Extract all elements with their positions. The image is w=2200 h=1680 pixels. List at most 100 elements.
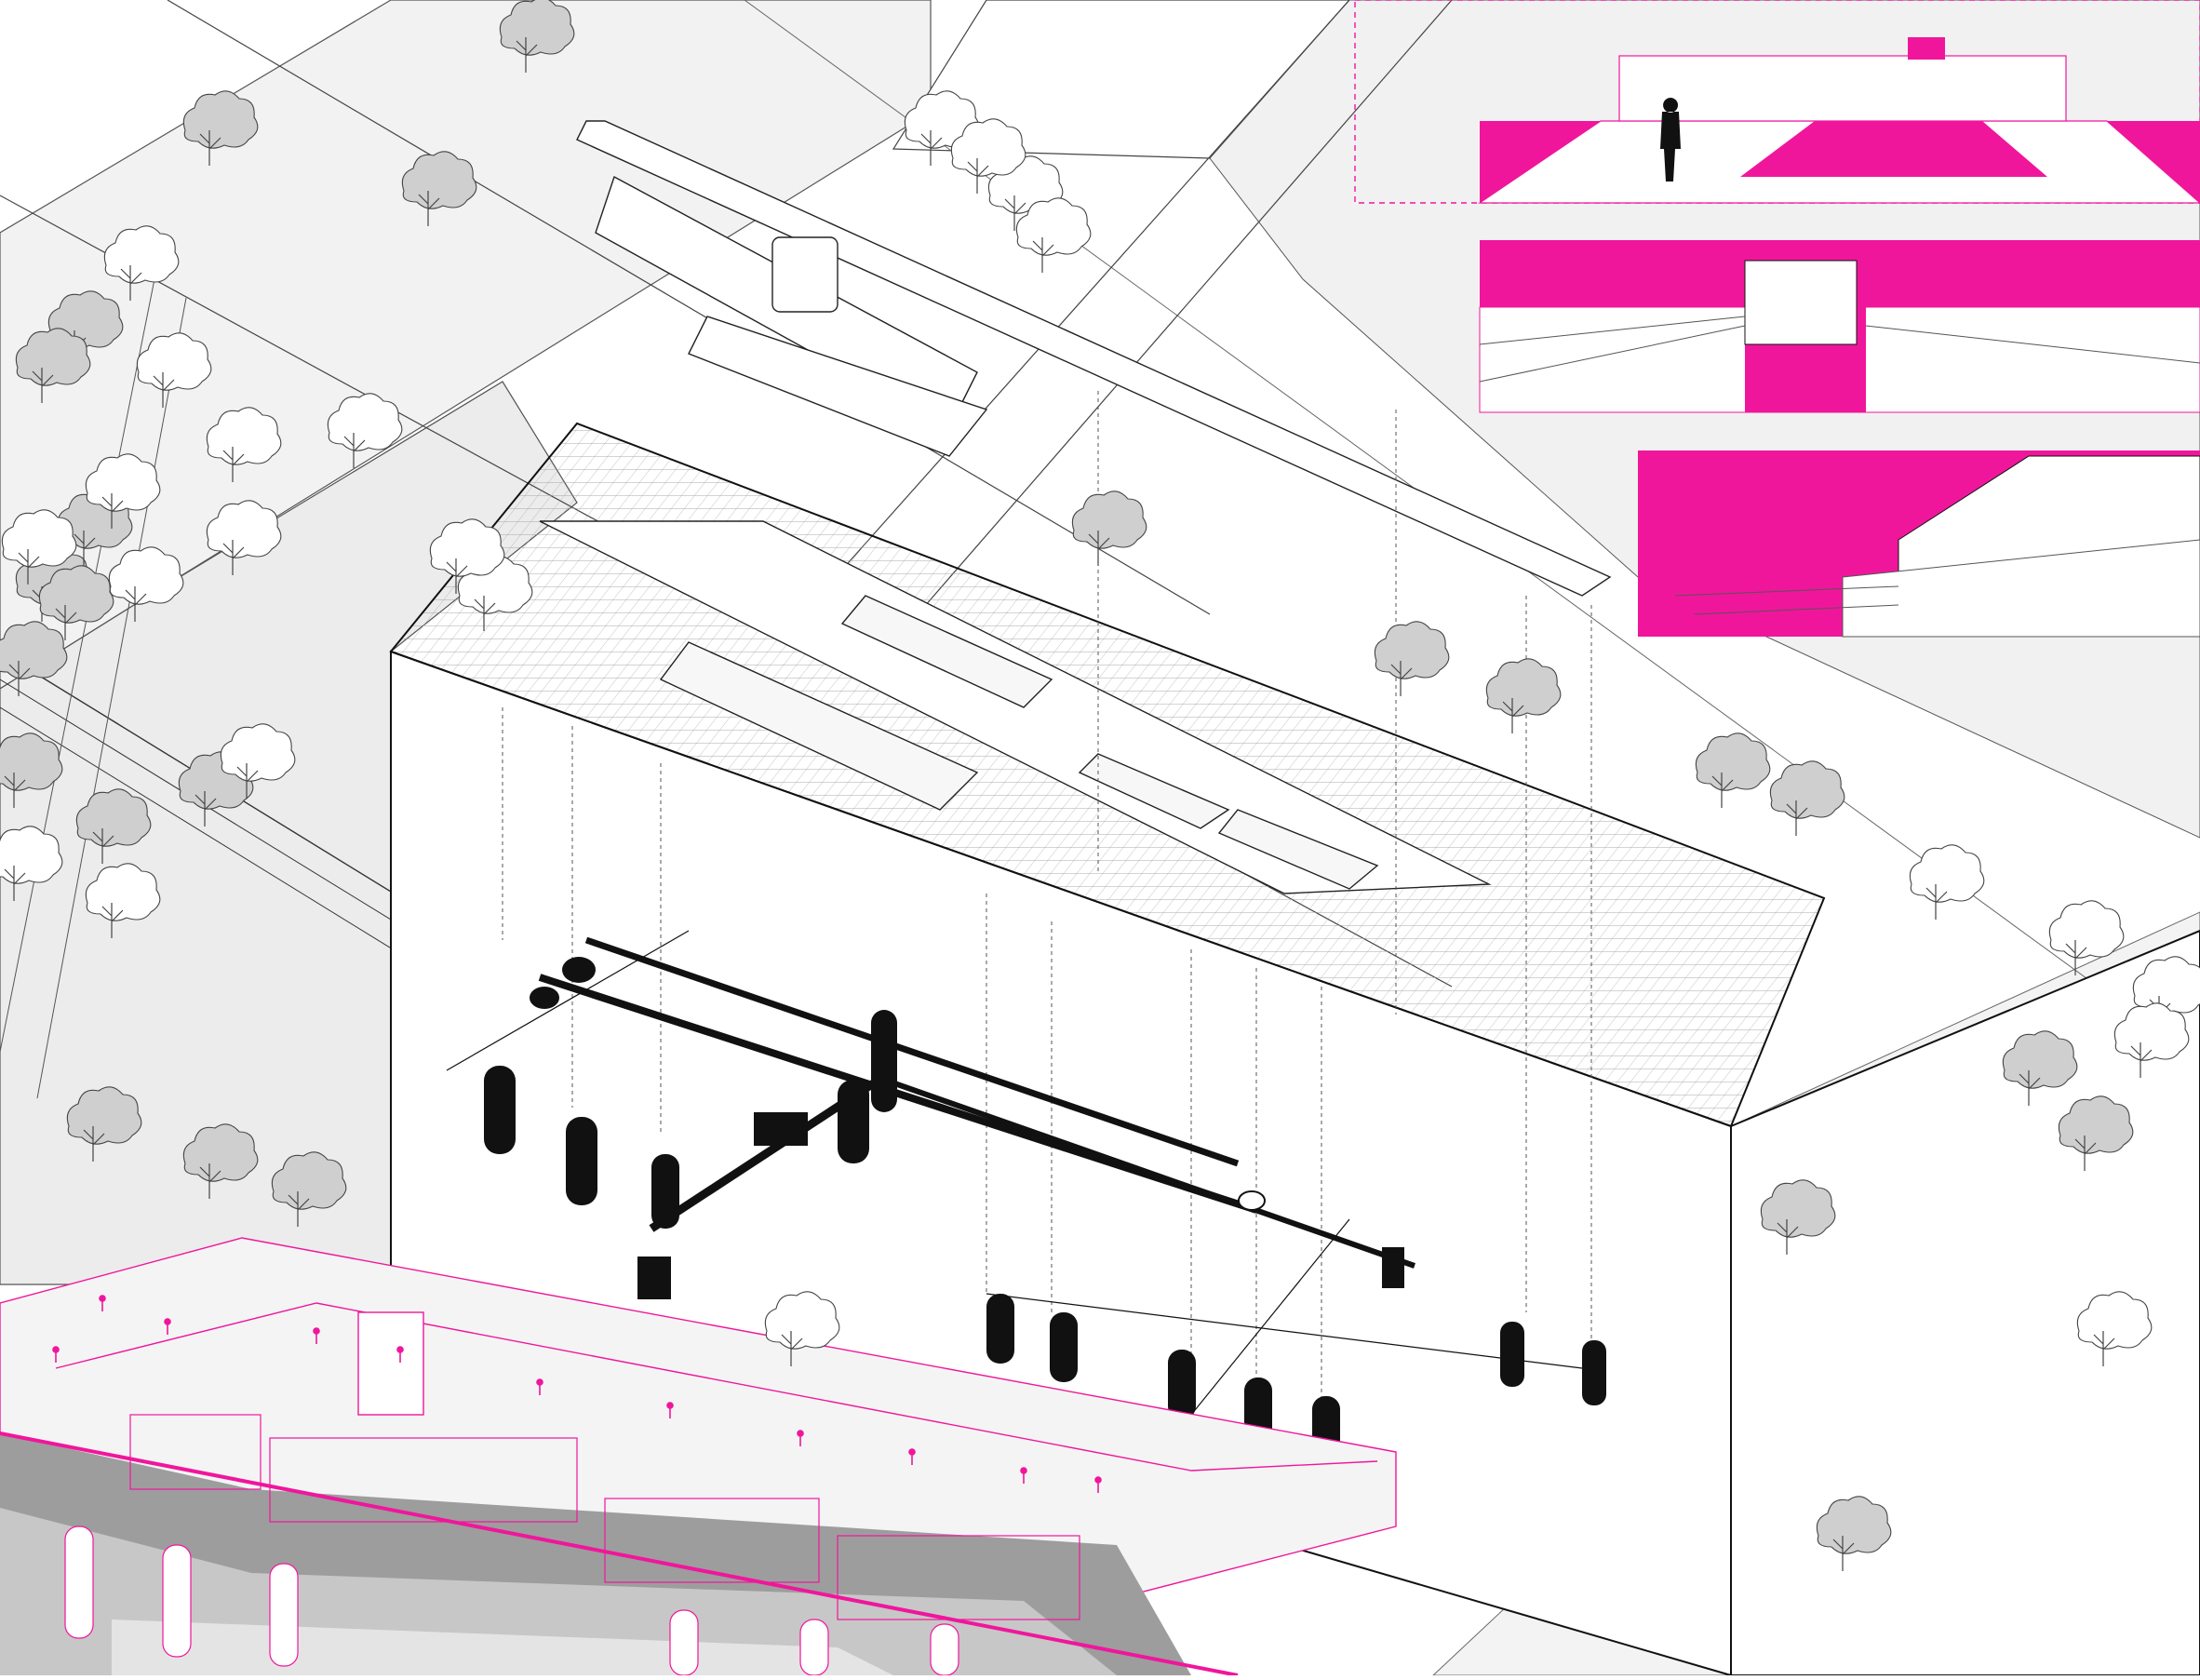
tree-icon	[38, 565, 114, 640]
upper-station-level	[576, 120, 1612, 597]
perspective-view-2	[1479, 240, 2200, 413]
tree-icon	[0, 732, 63, 808]
tree-icon	[1769, 760, 1845, 836]
section-pier	[64, 1525, 94, 1639]
pin-marker	[99, 1295, 106, 1311]
section-room	[269, 1437, 578, 1523]
diagonal-avenue-1	[818, 0, 1350, 597]
vignette-1-chimney	[1908, 37, 1945, 60]
section-pier	[930, 1623, 959, 1676]
shaft-column	[1050, 1312, 1078, 1382]
tunnel-line	[584, 936, 1240, 1167]
tree-icon	[108, 546, 184, 622]
pin-marker	[164, 1318, 171, 1335]
person-silhouette-icon	[1660, 98, 1681, 181]
roof-atrium-4	[1217, 809, 1379, 890]
tree-icon	[220, 723, 296, 799]
roof-atrium-3	[1078, 753, 1230, 829]
tree-icon	[103, 225, 180, 301]
tree-icon	[1015, 197, 1092, 273]
tree-icon	[327, 393, 403, 468]
tree-icon	[1374, 621, 1450, 696]
section-pier	[162, 1544, 192, 1658]
section-tower	[357, 1311, 424, 1416]
tree-icon	[0, 826, 63, 901]
shaft-column	[566, 1117, 597, 1205]
section-room	[837, 1535, 1080, 1620]
tree-icon	[2113, 1002, 2190, 1078]
tree-icon	[764, 1291, 840, 1366]
shaft-column	[986, 1294, 1014, 1364]
shaft-top	[562, 957, 596, 983]
shaft-column	[1582, 1340, 1606, 1405]
tree-icon	[1816, 1496, 1892, 1571]
road-edge-2	[167, 0, 1211, 615]
tree-icon	[1485, 658, 1562, 733]
roof-station-core	[539, 520, 1492, 894]
shaft-column	[1168, 1350, 1196, 1419]
tree-icon	[136, 332, 212, 408]
section-cut-line	[0, 1431, 1239, 1677]
tree-icon	[0, 621, 68, 696]
section-outline	[55, 1302, 1378, 1472]
tree-icon	[1695, 732, 1771, 808]
tree-icon	[2058, 1095, 2134, 1171]
roof-atrium-2	[840, 595, 1053, 708]
tree-icon	[66, 1086, 142, 1162]
shaft-block	[754, 1112, 808, 1146]
vignette-2-tower	[1744, 260, 1858, 345]
tunnel-line	[986, 1293, 1583, 1369]
shaft-column	[484, 1066, 516, 1154]
tree-icon	[1, 509, 77, 585]
pin-marker	[666, 1402, 674, 1418]
shaft-column	[651, 1154, 679, 1229]
shaft-column	[1500, 1322, 1524, 1387]
pin-marker	[313, 1327, 320, 1344]
tree-icon	[1071, 491, 1147, 566]
pin-marker	[1094, 1476, 1102, 1493]
tree-icon	[271, 1151, 347, 1227]
tunnel-line	[883, 1077, 1415, 1269]
shaft-top	[530, 987, 559, 1009]
shaft-block	[637, 1257, 671, 1299]
shaft-block	[1382, 1247, 1404, 1288]
roof-atrium-1	[659, 641, 979, 811]
pin-marker	[536, 1378, 543, 1395]
pin-marker	[396, 1346, 404, 1363]
tree-icon	[950, 118, 1026, 194]
shaft-column	[838, 1080, 869, 1163]
diagonal-avenue-2	[892, 0, 1453, 643]
tree-icon	[85, 453, 161, 529]
tree-icon	[401, 151, 477, 226]
road-left-vertical-2	[36, 297, 187, 1099]
section-room	[129, 1414, 262, 1490]
vignette-3-lines	[1674, 585, 1899, 615]
tree-icon	[904, 90, 980, 166]
upper-tower	[771, 236, 838, 313]
section-pier	[269, 1563, 299, 1667]
shaft-top-right	[1238, 1190, 1266, 1211]
section-pin-markers	[52, 1295, 1102, 1493]
vignette-3-colonnade	[1842, 539, 2200, 638]
tree-icon	[85, 863, 161, 938]
pink-section-model	[0, 1237, 1397, 1677]
tree-icon	[2002, 1030, 2078, 1106]
vignette-1-building	[1618, 55, 2067, 122]
section-pier	[799, 1619, 829, 1676]
perspective-view-3	[1638, 450, 2200, 638]
tree-icon	[1909, 844, 1985, 920]
tree-icon	[206, 500, 282, 575]
road-left-vertical	[0, 260, 159, 1053]
tree-icon	[75, 788, 152, 864]
pin-marker	[797, 1430, 804, 1446]
perspective-view-1	[1354, 0, 2200, 204]
vignette-1-pool	[1740, 121, 2047, 177]
tree-icon	[182, 90, 259, 166]
section-pier	[669, 1609, 699, 1676]
pin-marker	[1020, 1467, 1027, 1484]
tree-icon	[2076, 1291, 2153, 1366]
tunnel-line	[1190, 1218, 1350, 1416]
shaft-column	[871, 1010, 897, 1112]
